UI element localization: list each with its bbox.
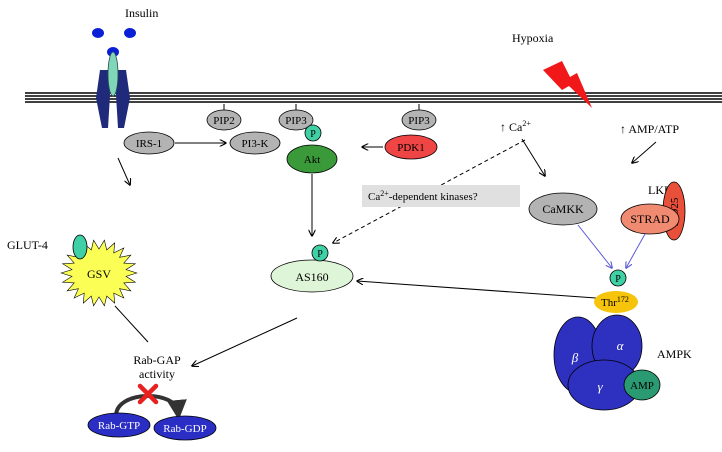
inhibition-x-icon — [137, 383, 159, 405]
ampk-label: AMPK — [657, 347, 692, 361]
insulin-molecule — [124, 28, 136, 38]
camkk-to-ampk-arrow — [577, 224, 612, 268]
calcium-label: ↑ Ca2+ — [500, 119, 531, 134]
pip2-node — [206, 109, 242, 131]
as160-to-rabgap-arrow — [192, 317, 298, 366]
rab-gtp-node — [87, 412, 151, 438]
thr172-site — [594, 291, 638, 313]
rab-gdp-label: Rab-GDP — [163, 423, 206, 435]
receptor-to-gsv-arrow — [117, 157, 130, 185]
phospho-label: P — [317, 249, 323, 260]
lkb1-to-ampk-arrow — [626, 233, 646, 268]
camkk-node — [528, 192, 598, 226]
pdk1-label: PDK1 — [397, 142, 425, 154]
ampk-complex — [553, 314, 661, 411]
pip3-label: PIP3 — [285, 115, 307, 127]
amp-node — [623, 369, 661, 401]
calcium-to-camkk-arrow — [521, 138, 545, 176]
pi3k-node — [229, 131, 281, 155]
akt-node — [286, 144, 338, 174]
pdk1-node — [384, 134, 438, 160]
pi3k-label: PI3-K — [242, 138, 269, 150]
akt-label: Akt — [304, 154, 321, 166]
pip2-label: PIP2 — [213, 115, 234, 127]
irs1-node — [123, 131, 175, 155]
glut4-transporter — [72, 234, 88, 260]
insulin-receptor — [96, 51, 130, 128]
insulin-molecule — [92, 28, 104, 38]
rab-gdp-node — [153, 415, 217, 441]
gamma-label: γ — [597, 379, 603, 394]
gsv-label: GSV — [87, 267, 111, 281]
lightning-bolt-icon — [543, 61, 592, 108]
amp-atp-ratio-label: ↑ AMP/ATP — [620, 122, 679, 136]
phospho-label: P — [615, 274, 621, 285]
ca-dependent-kinases-label: Ca2+-dependent kinases? — [368, 189, 478, 203]
camkk-label: CaMKK — [542, 202, 584, 216]
ampk-to-as160-arrow — [357, 281, 597, 299]
plasma-membrane — [25, 92, 722, 103]
insulin-label: Insulin — [125, 6, 158, 20]
gsv-to-rabgap-line — [114, 305, 149, 343]
phospho-label: P — [310, 129, 316, 140]
amp-label: AMP — [630, 380, 654, 392]
glut4-label: GLUT-4 — [7, 238, 48, 252]
amp-atp-arrow — [632, 141, 657, 163]
as160-node — [270, 259, 354, 293]
rab-gtp-label: Rab-GTP — [98, 420, 140, 432]
as160-label: AS160 — [295, 270, 328, 284]
alpha-label: α — [617, 338, 625, 353]
rabgap-label-line1: Rab-GAP — [133, 353, 181, 367]
thr172-label: Thr172 — [601, 295, 629, 309]
strad-label: STRAD — [630, 212, 670, 226]
irs1-label: IRS-1 — [136, 138, 162, 150]
beta-label: β — [571, 350, 579, 365]
phospho-badge-akt — [304, 124, 322, 142]
pip3-label: PIP3 — [408, 115, 430, 127]
phospho-badge-as160 — [311, 244, 329, 262]
pip3-node — [278, 109, 314, 131]
hypoxia-label: Hypoxia — [512, 31, 554, 45]
rabgap-label-line2: activity — [139, 367, 175, 381]
pip3-node — [401, 109, 437, 131]
ca-dependent-kinases-box — [362, 185, 520, 207]
strad-node — [620, 203, 680, 235]
phospho-badge-ampk — [609, 269, 627, 287]
